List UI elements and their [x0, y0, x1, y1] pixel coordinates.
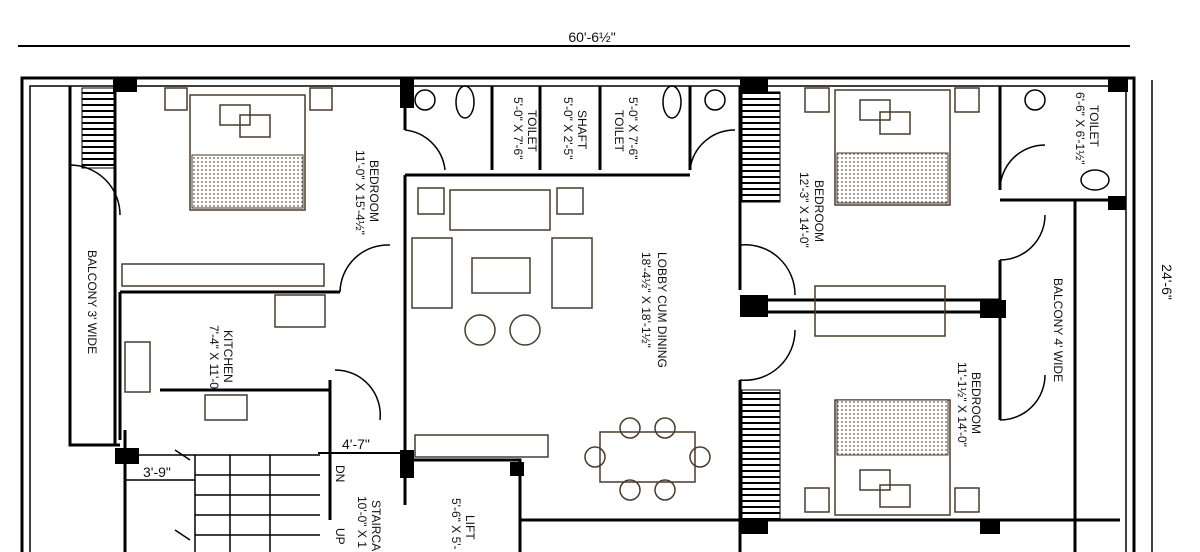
stairs [130, 449, 320, 552]
overall-width-dimension: 60'-6½" [18, 29, 1130, 47]
stair-landing-dimension: 4'-7" [342, 436, 370, 452]
overall-depth-label: 24'-6" [1159, 264, 1175, 300]
balcony2-name: BALCONY 4' WIDE [1051, 278, 1065, 382]
overall-depth-dimension: 24'-6" [1151, 80, 1175, 552]
kitchen-size: 7'-4" X 11'-0 [207, 325, 221, 389]
lobby-size: 18'-4½" X 18'-1½" [639, 252, 653, 348]
toilet1-name: TOILET [525, 110, 539, 152]
kitchen-fixtures [124, 341, 248, 421]
bedroom2-name: BEDROOM [812, 180, 826, 242]
staircase-name: STAIRCA [369, 500, 383, 551]
window-hatch [81, 87, 781, 521]
overall-width-label: 60'-6½" [568, 29, 615, 45]
bedroom2-size: 12'-3" X 14'-0" [797, 172, 811, 248]
bedroom1-name: BEDROOM [367, 160, 381, 222]
lobby-name: LOBBY CUM DINING [655, 252, 669, 368]
bedroom1-size: 11'-0" X 15'-4½" [353, 150, 367, 235]
bed-3 [804, 399, 980, 516]
bedroom3-size: 11'-1½" X 14'-0" [955, 362, 969, 447]
sofa-set [411, 187, 593, 346]
stair-dimensions: 4'-7" 3'-9" [125, 436, 405, 481]
balcony1-name: BALCONY 3' WIDE [85, 250, 99, 354]
shaft-name: SHAFT [575, 110, 589, 150]
lift-size: 5'-6" X 5'- [449, 498, 463, 550]
columns [113, 78, 1128, 534]
toilet3-name: TOILET [1087, 105, 1101, 147]
toilet3-size: 6'-6" X 6'-1½" [1073, 92, 1087, 164]
lift-name: LIFT [463, 515, 477, 540]
doors [69, 129, 1046, 421]
kitchen-name: KITCHEN [221, 330, 235, 383]
dining-table [584, 417, 711, 501]
stair-width-dimension: 3'-9" [143, 464, 171, 480]
room-labels: BEDROOM 11'-0" X 15'-4½" TOILET 5'-0" X … [85, 92, 1101, 551]
wardrobes [121, 263, 946, 458]
bedroom3-name: BEDROOM [969, 372, 983, 434]
toilet-fixtures [414, 85, 1110, 191]
toilet2-size: 5'-0" X 7'-6" [626, 97, 640, 159]
staircase-size: 10'-0" X 1 [355, 496, 369, 548]
shaft-size: 5'-0" X 2'-5" [561, 97, 575, 159]
toilet1-size: 5'-0" X 7'-6" [511, 97, 525, 159]
outer-walls [20, 76, 1136, 552]
bed-2 [804, 87, 980, 206]
bed-1 [164, 87, 333, 211]
interior-walls [68, 86, 1120, 552]
dn-label: DN [333, 465, 347, 482]
toilet2-name: TOILET [612, 110, 626, 152]
up-label: UP [333, 528, 347, 545]
